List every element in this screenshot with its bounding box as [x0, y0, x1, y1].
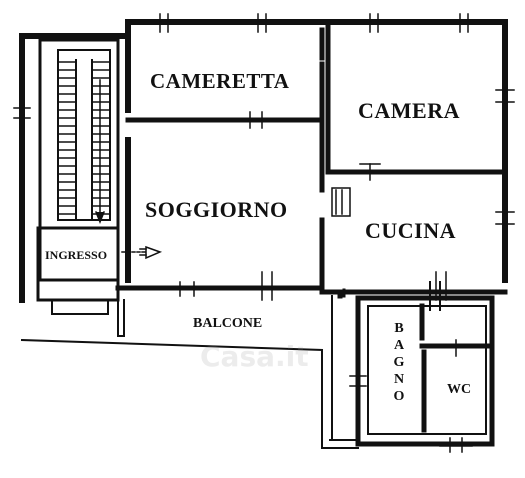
balcone: [20, 288, 359, 449]
room-label-bagno: B A G N O: [390, 320, 408, 405]
soggiorno-cucina-door: [331, 187, 351, 217]
interior-walls: [115, 19, 508, 299]
ingresso-landing: [36, 226, 120, 315]
bagno-letter: A: [393, 338, 405, 353]
bagno-block: [349, 281, 495, 453]
watermark: Casa.it: [200, 340, 309, 373]
entrance-arrow: [121, 245, 163, 260]
bagno-letter: G: [393, 355, 405, 370]
room-label-wc: WC: [447, 382, 472, 397]
staircase: [38, 38, 120, 282]
room-label-ingresso: INGRESSO: [45, 248, 108, 262]
room-label-balcone: BALCONE: [193, 316, 263, 331]
room-label-soggiorno: SOGGIORNO: [145, 197, 288, 222]
bagno-letter: N: [393, 372, 405, 387]
outer-walls: [19, 19, 508, 303]
bagno-letter: B: [394, 321, 404, 336]
room-label-camera: CAMERA: [358, 98, 460, 123]
room-label-cucina: CUCINA: [365, 218, 456, 243]
door-marks: [13, 13, 515, 301]
room-label-cameretta: CAMERETTA: [150, 69, 290, 93]
bagno-letter: O: [393, 389, 405, 404]
